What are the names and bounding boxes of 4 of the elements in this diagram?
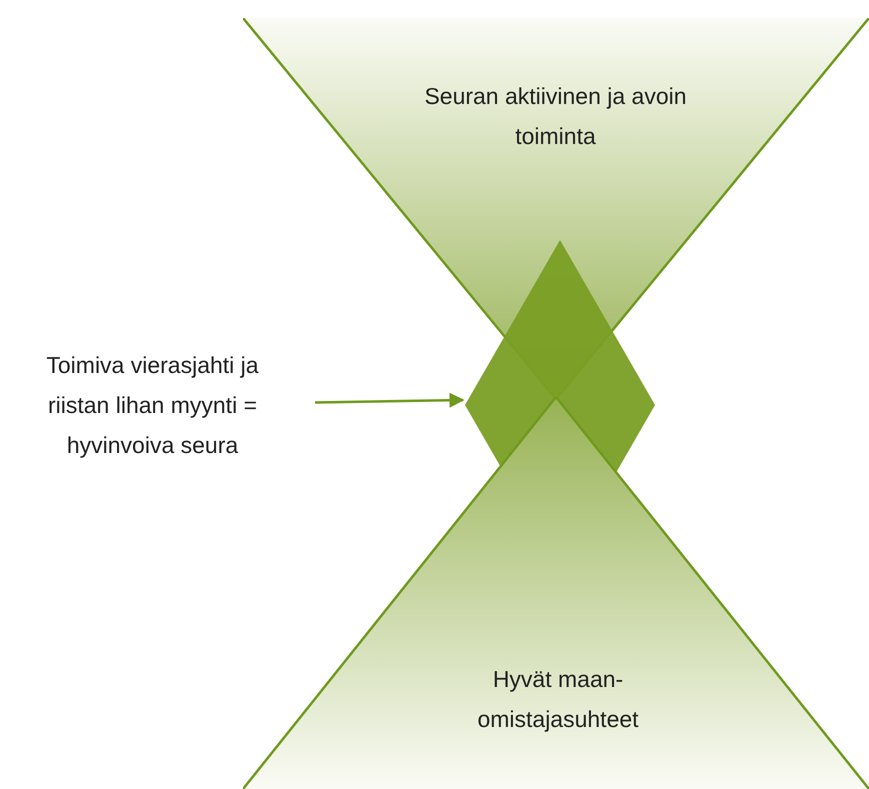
arrow [314, 392, 464, 408]
node-text: Hyvät maan- omistajasuhteet [476, 665, 640, 734]
node-text: Seuran aktiivinen ja avoin toiminta [423, 82, 688, 151]
node-text: Toimiva vierasjahti ja riistan lihan myynti = hyvinvoiva seura [45, 351, 260, 460]
